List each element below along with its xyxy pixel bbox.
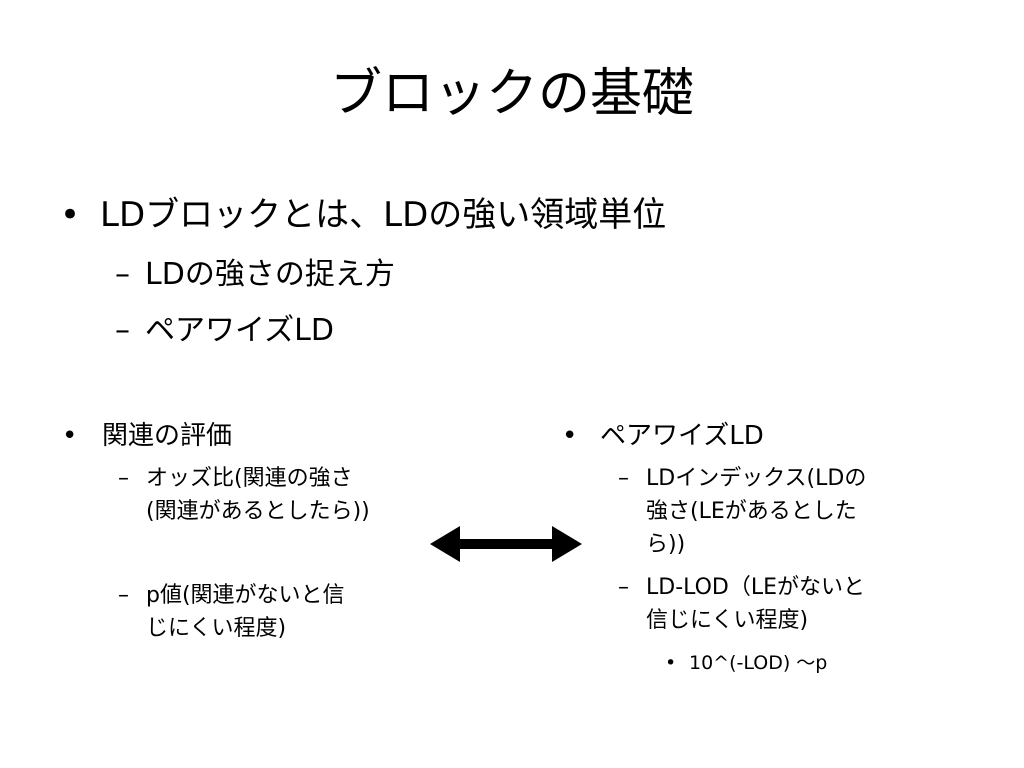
right-heading-text: ペアワイズLD: [600, 421, 764, 451]
bullet-marker: •: [60, 195, 81, 235]
bullet-marker: •: [62, 421, 78, 451]
bullet-marker: •: [562, 421, 578, 451]
item-line: じにくい程度): [146, 616, 287, 641]
sub-bullet-text: LDの強さの捉え方: [145, 257, 395, 292]
slide-title: ブロックの基礎: [329, 64, 694, 124]
left-heading-text: 関連の評価: [102, 421, 233, 451]
item-line: LD-LOD（LEがないと: [646, 575, 866, 600]
sub-bullet-text: 10^(-LOD) ～p: [689, 652, 828, 674]
double-arrow-icon: [430, 526, 582, 562]
item-line: 強さ(LEがあるとした: [646, 499, 857, 524]
dash-marker: –: [115, 257, 130, 292]
dash-marker: –: [115, 313, 130, 348]
item-line: p値(関連がないと信: [146, 583, 345, 608]
item-line: LDインデックス(LDの: [646, 466, 867, 491]
item-line: ら)): [646, 532, 686, 557]
main-bullet-text: LDブロックとは、LDの強い領域単位: [100, 195, 667, 235]
item-line: 信じにくい程度): [646, 608, 809, 633]
bullet-marker: •: [665, 652, 677, 674]
dash-marker: –: [618, 575, 629, 600]
dash-marker: –: [118, 466, 129, 491]
dash-marker: –: [618, 466, 629, 491]
item-line: (関連があるとしたら)): [146, 499, 370, 524]
item-line: オッズ比(関連の強さ: [146, 466, 353, 491]
dash-marker: –: [118, 583, 129, 608]
sub-bullet-text: ペアワイズLD: [145, 313, 334, 348]
